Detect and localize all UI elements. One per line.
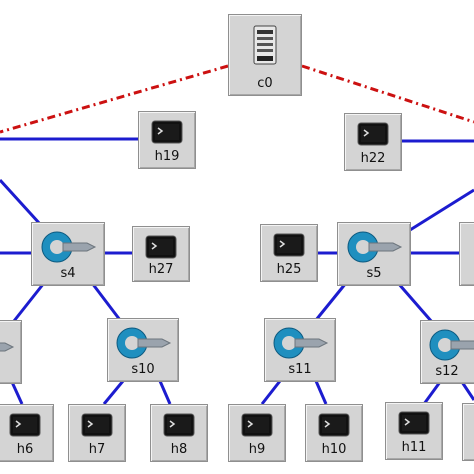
switch-s11[interactable]: s11 bbox=[264, 318, 336, 382]
node-label: h27 bbox=[148, 262, 174, 277]
terminal-icon bbox=[151, 413, 207, 437]
host-h10[interactable]: h10 bbox=[305, 404, 363, 462]
link bbox=[396, 282, 434, 323]
link bbox=[12, 282, 46, 322]
link bbox=[90, 282, 122, 321]
terminal-icon bbox=[69, 413, 125, 437]
node-label: h9 bbox=[248, 442, 266, 457]
node-label: c0 bbox=[257, 76, 273, 91]
switch-s12[interactable]: s12 bbox=[420, 320, 474, 384]
node-label: s5 bbox=[366, 266, 382, 281]
terminal-icon bbox=[133, 235, 189, 259]
server-icon bbox=[229, 25, 301, 65]
switch-icon bbox=[108, 325, 178, 361]
host-h7[interactable]: h7 bbox=[68, 404, 126, 462]
node-label: h8 bbox=[170, 442, 188, 457]
link bbox=[314, 282, 348, 321]
switch-node-partial[interactable] bbox=[0, 320, 22, 384]
switch-icon bbox=[338, 229, 410, 265]
node-label: h6 bbox=[16, 442, 34, 457]
host-h25[interactable]: h25 bbox=[260, 224, 318, 282]
switch-node-partial[interactable] bbox=[459, 222, 474, 286]
controller-c0[interactable]: c0 bbox=[228, 14, 302, 96]
link bbox=[10, 381, 24, 405]
link bbox=[409, 188, 474, 232]
switch-icon bbox=[0, 327, 21, 367]
switch-s5[interactable]: s5 bbox=[337, 222, 411, 286]
terminal-icon bbox=[345, 122, 401, 146]
node-label: h19 bbox=[154, 149, 180, 164]
node-label: h25 bbox=[276, 262, 302, 277]
controller-link bbox=[0, 64, 229, 134]
host-h8[interactable]: h8 bbox=[150, 404, 208, 462]
host-h22[interactable]: h22 bbox=[344, 113, 402, 171]
link bbox=[102, 380, 125, 405]
link bbox=[260, 380, 282, 405]
terminal-icon bbox=[229, 413, 285, 437]
switch-icon bbox=[32, 229, 104, 265]
switch-icon bbox=[265, 325, 335, 361]
link bbox=[460, 381, 474, 401]
link bbox=[0, 178, 42, 226]
node-label: s11 bbox=[288, 362, 312, 377]
host-h9[interactable]: h9 bbox=[228, 404, 286, 462]
link bbox=[422, 381, 442, 405]
node-label: s10 bbox=[131, 362, 155, 377]
node-label: s4 bbox=[60, 266, 76, 281]
host-node-partial[interactable] bbox=[462, 403, 474, 461]
terminal-icon bbox=[386, 411, 442, 435]
link bbox=[158, 380, 172, 405]
host-h11[interactable]: h11 bbox=[385, 402, 443, 460]
node-label: h22 bbox=[360, 151, 386, 166]
link bbox=[314, 380, 328, 405]
node-label: s12 bbox=[435, 364, 459, 379]
host-h19[interactable]: h19 bbox=[138, 111, 196, 169]
host-h6[interactable]: h6 bbox=[0, 404, 54, 462]
host-h27[interactable]: h27 bbox=[132, 226, 190, 282]
controller-link bbox=[301, 64, 474, 124]
terminal-icon bbox=[306, 413, 362, 437]
node-label: h10 bbox=[321, 442, 347, 457]
switch-s10[interactable]: s10 bbox=[107, 318, 179, 382]
node-label: h11 bbox=[401, 440, 427, 455]
switch-icon bbox=[421, 327, 474, 363]
terminal-icon bbox=[139, 120, 195, 144]
node-label: h7 bbox=[88, 442, 106, 457]
switch-s4[interactable]: s4 bbox=[31, 222, 105, 286]
terminal-icon bbox=[0, 413, 53, 437]
terminal-icon bbox=[261, 233, 317, 257]
